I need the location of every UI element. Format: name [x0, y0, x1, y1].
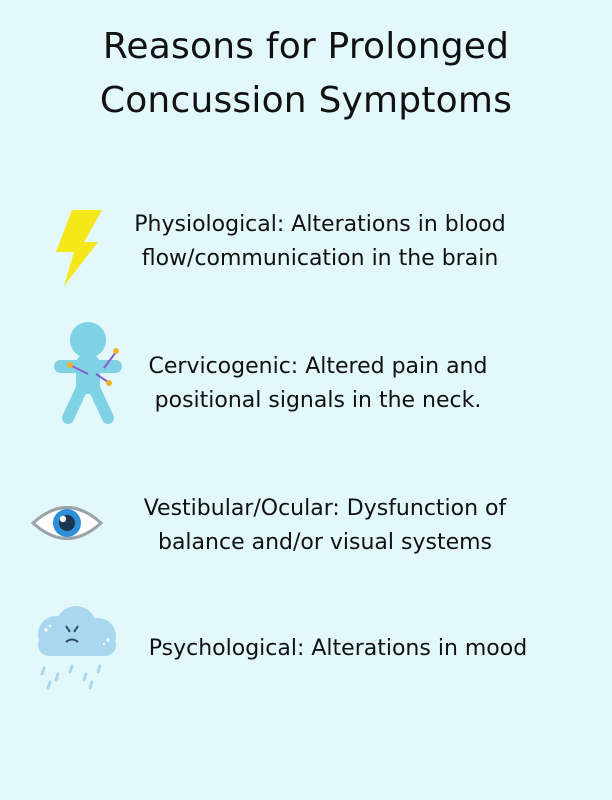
- reason-psychological-text: Psychological: Alterations in mood: [124, 632, 552, 666]
- reason-physiological: Physiological: Alterations in blood flow…: [0, 200, 612, 290]
- reason-cervicogenic: Cervicogenic: Altered pain and positiona…: [0, 316, 612, 426]
- reason-physiological-line-2: flow/communication in the brain: [141, 246, 499, 271]
- reason-vestibular-ocular-line-1: Vestibular/Ocular: Dysfunction of: [143, 496, 507, 521]
- lightning-bolt-icon: [50, 208, 106, 288]
- title-line-2: Concussion Symptoms: [99, 80, 513, 121]
- reason-vestibular-ocular: Vestibular/Ocular: Dysfunction of balanc…: [0, 486, 612, 576]
- reason-vestibular-ocular-text: Vestibular/Ocular: Dysfunction of balanc…: [112, 492, 538, 560]
- voodoo-doll-icon: [50, 320, 126, 424]
- reason-physiological-line-1: Physiological: Alterations in blood: [134, 212, 506, 237]
- rain-cloud-icon: [30, 604, 122, 690]
- reason-psychological-line-1: Psychological: Alterations in mood: [148, 636, 528, 661]
- reason-psychological: Psychological: Alterations in mood: [0, 600, 612, 700]
- eye-icon: [30, 500, 104, 546]
- reason-physiological-text: Physiological: Alterations in blood flow…: [110, 208, 530, 276]
- reason-cervicogenic-line-2: positional signals in the neck.: [154, 388, 482, 413]
- reason-cervicogenic-line-1: Cervicogenic: Altered pain and: [148, 354, 488, 379]
- reason-vestibular-ocular-line-2: balance and/or visual systems: [157, 530, 493, 555]
- reason-cervicogenic-text: Cervicogenic: Altered pain and positiona…: [120, 350, 516, 418]
- title-line-1: Reasons for Prolonged: [102, 26, 510, 67]
- page-title: Reasons for Prolonged Concussion Symptom…: [0, 20, 612, 128]
